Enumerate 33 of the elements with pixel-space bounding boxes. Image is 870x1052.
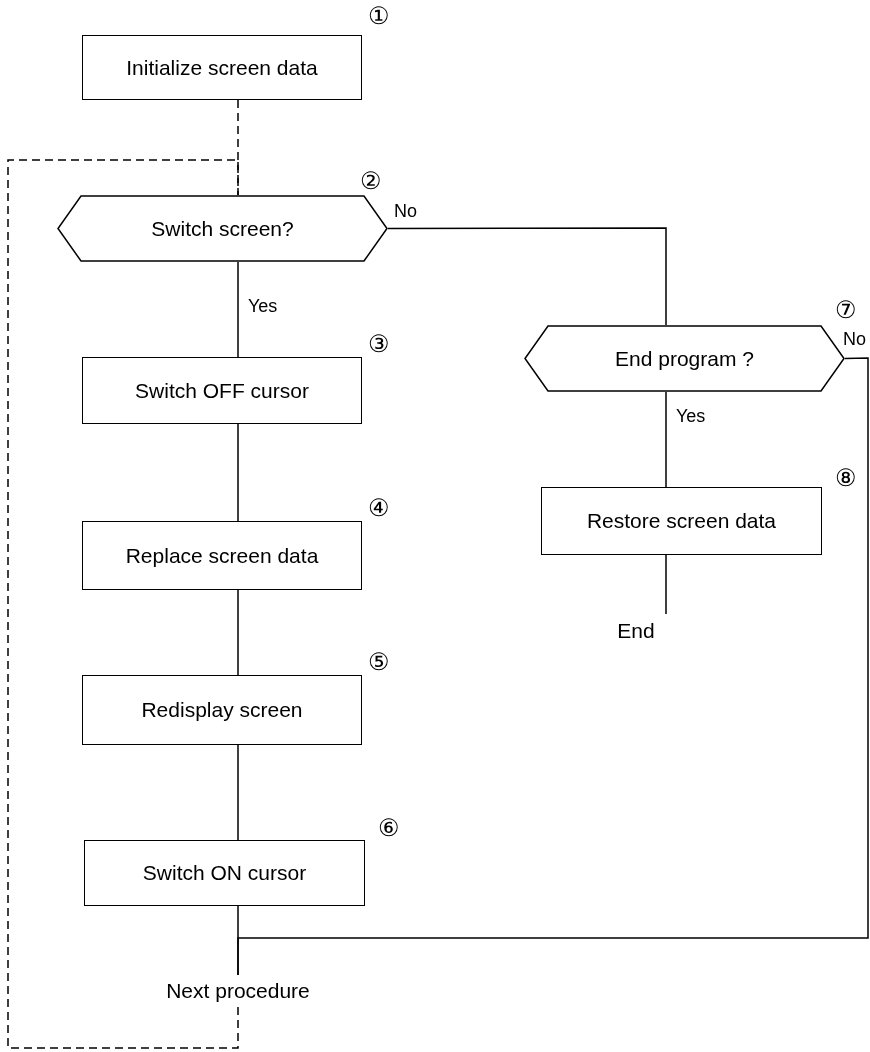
process-box bbox=[541, 487, 822, 555]
node-label: Switch OFF cursor bbox=[134, 377, 310, 404]
step-number: ⑤ bbox=[368, 648, 390, 676]
step-number: ② bbox=[360, 167, 382, 195]
connector bbox=[237, 357, 869, 976]
node-label: Initialize screen data bbox=[125, 54, 319, 81]
process-box bbox=[82, 35, 362, 100]
process-box bbox=[84, 840, 365, 906]
node-label: Switch ON cursor bbox=[141, 860, 308, 886]
step-number: ③ bbox=[368, 330, 390, 358]
node-label: Redisplay screen bbox=[140, 697, 304, 723]
node-label: Switch screen? bbox=[150, 215, 295, 242]
step-number: ⑦ bbox=[835, 296, 857, 324]
process-box bbox=[82, 675, 362, 745]
step-number: ⑥ bbox=[378, 814, 400, 842]
process-box bbox=[82, 357, 362, 424]
connector bbox=[237, 589, 239, 676]
connector bbox=[237, 423, 239, 522]
node-label: End program ? bbox=[614, 345, 755, 372]
connector bbox=[665, 554, 667, 615]
connector bbox=[237, 261, 239, 358]
connector bbox=[237, 744, 239, 841]
decision-hexagon bbox=[57, 195, 388, 262]
dashed-connector bbox=[7, 159, 239, 1049]
step-number: ④ bbox=[368, 494, 390, 522]
node-label: Replace screen data bbox=[124, 542, 320, 569]
process-box bbox=[82, 521, 362, 590]
decision-hexagon bbox=[524, 325, 845, 392]
node-label: Restore screen data bbox=[585, 508, 778, 534]
step-number: ⑧ bbox=[835, 464, 857, 492]
connector bbox=[665, 391, 667, 488]
connector bbox=[387, 227, 667, 326]
step-number: ① bbox=[368, 2, 390, 30]
